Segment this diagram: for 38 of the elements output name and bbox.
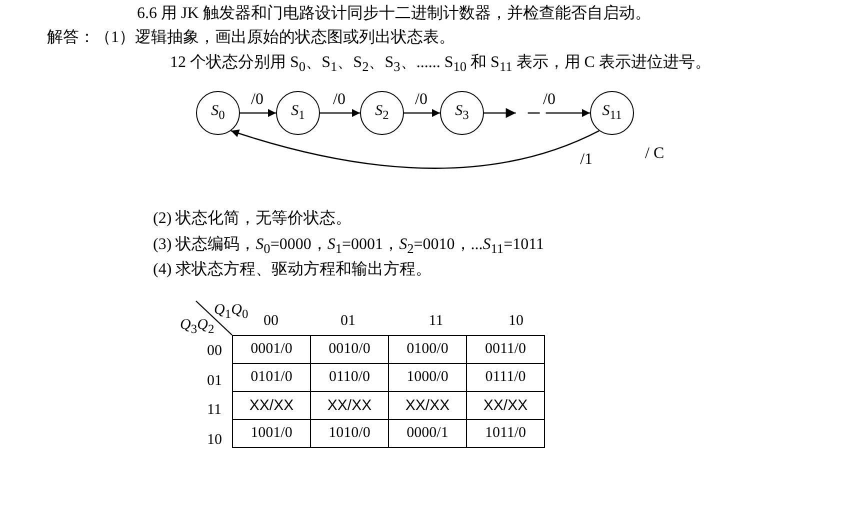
row-header: 01	[207, 372, 222, 390]
next-state-cell: XX/XX	[310, 392, 388, 420]
step-text: (4) 求状态方程、驱动方程和输出方程。	[153, 260, 432, 280]
state-circle: S$_{1}$	[276, 91, 320, 135]
step-text: (2) 状态化简，无等价状态。	[153, 208, 352, 229]
next-state-cell: 0110/0	[310, 364, 388, 392]
output-label: / C	[645, 145, 664, 163]
next-state-cell: XX/XX	[388, 392, 466, 420]
column-variables: Q$_{1}$Q$_{0}$	[214, 302, 248, 322]
next-state-cell: 1010/0	[310, 420, 388, 448]
state-circle: S$_{11}$	[590, 91, 634, 135]
next-state-cell: 0010/0	[310, 336, 388, 364]
next-state-cell: 1011/0	[466, 420, 544, 448]
next-state-cell: 0101/0	[232, 364, 310, 392]
next-state-cell: XX/XX	[466, 392, 544, 420]
next-state-cell: 0100/0	[388, 336, 466, 364]
row-header: 00	[207, 343, 222, 360]
next-state-cell: XX/XX	[232, 392, 310, 420]
column-header: 11	[428, 313, 444, 330]
heading: 6.6 用 JK 触发器和门电路设计同步十二进制计数器，并检查能否自启动。	[137, 4, 651, 24]
next-state-cell: 0001/0	[232, 336, 310, 364]
next-state-cell: 1001/0	[232, 420, 310, 448]
state-circle: S$_{0}$	[196, 91, 240, 135]
next-state-cell: 0011/0	[466, 336, 544, 364]
row-header: 11	[207, 402, 222, 419]
step-text: (3) 状态编码，S$_{0}$=0000，S$_{1}$=0001，S$_{2}$=0010，...S$_{11}$=1011	[153, 234, 544, 258]
column-header: 01	[340, 313, 356, 330]
state-circle: S$_{3}$	[440, 91, 484, 135]
next-state-cell: 0000/1	[388, 420, 466, 448]
column-header: 10	[508, 313, 524, 330]
next-state-cell: 0111/0	[466, 364, 544, 392]
state-circle: S$_{2}$	[360, 91, 404, 135]
column-header: 00	[264, 313, 278, 330]
row-variables: Q$_{3}$Q$_{2}$	[180, 317, 214, 337]
state-description: 12 个状态分别用 S$_{0}$、S$_{1}$、S$_{2}$、S$_{3}$、...... S$_{10}$ 和 S$_{11}$ 表示，用 C 表示进位进号。	[170, 52, 711, 76]
row-header: 10	[207, 432, 222, 448]
answer-heading: 解答：（1）逻辑抽象，画出原始的状态图或列出状态表。	[47, 28, 455, 48]
next-state-cell: 1000/0	[388, 364, 466, 392]
